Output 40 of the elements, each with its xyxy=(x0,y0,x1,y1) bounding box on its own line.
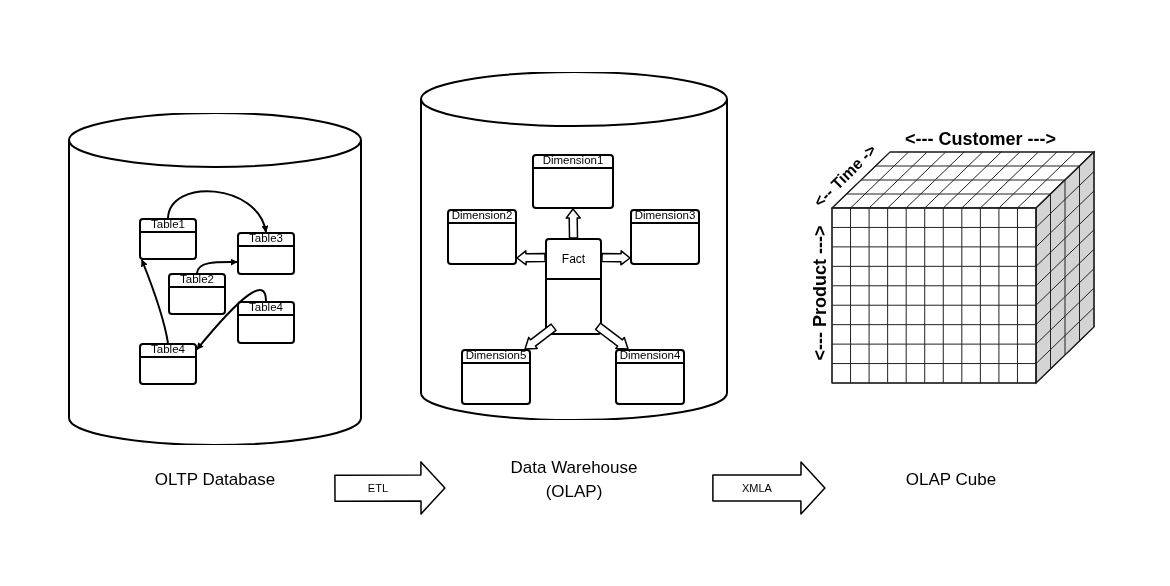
arrow-label: ETL xyxy=(367,481,389,495)
table-box xyxy=(615,349,685,405)
arrow xyxy=(196,289,267,351)
block-arrow xyxy=(712,461,826,515)
arrow-label: XMLA xyxy=(741,480,772,495)
table-box xyxy=(139,343,197,385)
node-label: Data Warehouse (OLAP) xyxy=(509,457,639,503)
arrow xyxy=(196,258,238,274)
block-arrow xyxy=(565,208,581,239)
table-name: Table2 xyxy=(180,273,214,286)
table-name: Dimension2 xyxy=(451,209,513,222)
table-name: Table1 xyxy=(151,218,185,231)
axis-label: <--- Customer ---> xyxy=(905,128,1056,150)
table-name: Dimension3 xyxy=(634,209,696,222)
table-box xyxy=(139,218,197,260)
table-box xyxy=(461,349,531,405)
block-arrow xyxy=(334,461,446,515)
table-box xyxy=(168,273,226,315)
axis-label: <--- Product ---> xyxy=(808,225,831,361)
arrow xyxy=(167,190,268,233)
table-box xyxy=(630,209,700,265)
table-name: Dimension4 xyxy=(619,349,681,362)
table-name: Dimension1 xyxy=(542,154,604,167)
table-box xyxy=(237,232,295,275)
table-name: Fact xyxy=(561,251,586,268)
table-name: Table4 xyxy=(249,301,283,314)
table-name: Table3 xyxy=(249,232,283,245)
arrow xyxy=(140,259,169,344)
block-arrow xyxy=(594,322,629,350)
table-name: Table4 xyxy=(151,343,185,356)
table-box xyxy=(447,209,517,265)
block-arrow xyxy=(524,323,557,350)
cube-label: OLAP Cube xyxy=(905,469,997,491)
table-box xyxy=(237,301,295,344)
block-arrow xyxy=(516,250,546,266)
table-name: Dimension5 xyxy=(465,349,527,362)
table-box xyxy=(532,154,614,209)
fact-table xyxy=(545,238,602,335)
node-label: OLTP Database xyxy=(154,469,276,491)
block-arrow xyxy=(601,250,631,266)
